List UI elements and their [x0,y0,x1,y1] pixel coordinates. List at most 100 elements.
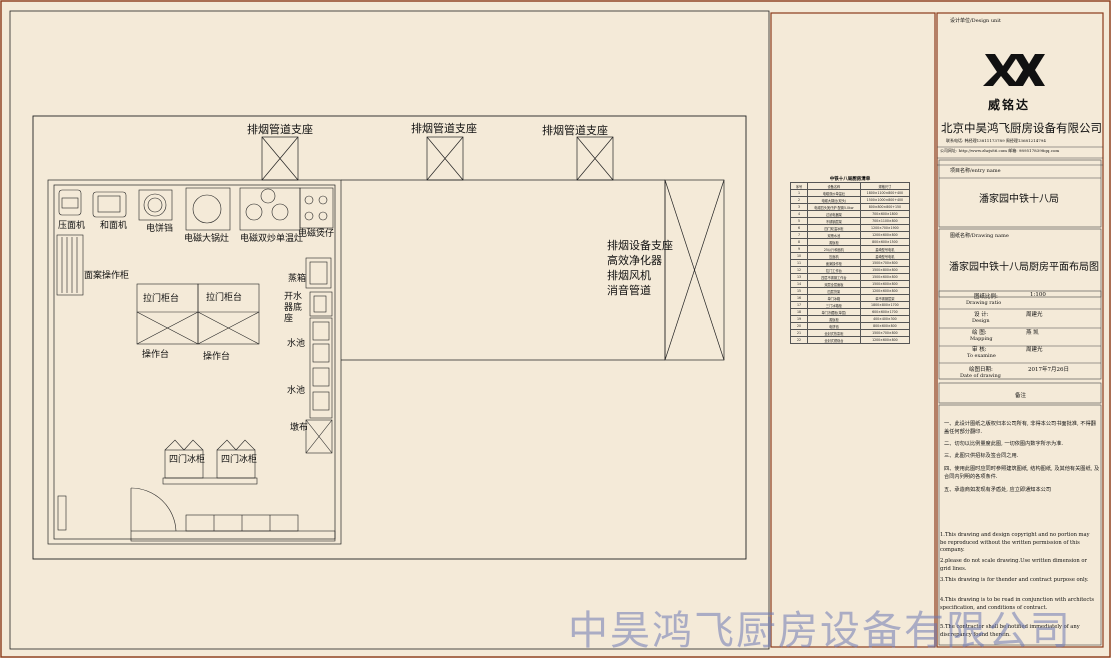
hood-support-label-2: 排烟管道支座 [411,122,477,135]
review-label: 审 核: [972,347,987,353]
note-cn-5: 五、承造商如发现有矛盾处, 应立即通知本公司 [944,487,1052,493]
row-size: 1500×1000×800+400 [859,196,911,204]
row-size: 1200×600×800 [859,336,911,344]
row-name: 蒸饭柜 [807,238,861,246]
label-work-table-1: 操作台 [142,350,170,360]
contact-line-2: 公司网址: http://www.zhzjs86.com 邮箱: 9895178… [940,148,1060,153]
equipment-list-title: 中铁十八局厨房清单 [829,177,871,182]
row-name: 电饼铛 [807,322,861,330]
row-name: 面案操作柜 [807,259,861,267]
date-en: Date of drawing [960,373,1001,379]
label-pastry-counter: 面案操作柜 [84,271,130,281]
row-size: 1500×800×800 [859,266,911,274]
row-name: 单门冷藏柜(单层) [807,308,861,316]
design-unit-label: 设计单位/Design unit [950,18,1001,24]
company-name: 北京中昊鸿飞厨房设备有限公司 [941,121,1102,135]
project-label: 项目名称/entry name [950,168,1001,174]
row-name: 电磁双炒单温灶 [807,189,861,197]
center-island [136,283,260,345]
row-index: 2 [790,196,808,204]
hood-support-box-1 [261,136,299,181]
row-index: 20 [790,322,808,330]
drawing-name: 潘家园中铁十八局厨房平面布局图 [949,262,1099,273]
row-index: 9 [790,245,808,253]
row-size: 700×1100×800 [859,217,911,225]
row-index: 7 [790,231,808,239]
row-index: 15 [790,287,808,295]
row-index: 5 [790,217,808,225]
project-name: 潘家园中铁十八局 [979,194,1059,205]
row-name: 双槽水池 [807,231,861,239]
row-index: 19 [790,315,808,323]
row-name: 蒸饭柜 [807,315,861,323]
row-size: 单不锈钢层架 [859,294,911,302]
logo-mark-icon [983,54,1045,86]
row-size: 1500×600×800 [859,273,911,281]
design-value: 周建光 [1026,312,1043,318]
label-press-machine: 压面机 [58,221,86,231]
row-index: 11 [790,259,808,267]
label-pancake-pan: 电饼铛 [146,224,174,234]
scale-value: 1:100 [1030,292,1046,298]
hood-support-label-3: 排烟管道支座 [542,124,608,137]
scale-label: 图纸比例: [974,294,998,300]
row-index: 3 [790,203,808,211]
label-sink-2: 水池 [287,386,306,396]
company-logo [983,52,1047,88]
row-name: 全封式热泵柜 [807,329,861,337]
row-name: 过滤电器架 [807,210,861,218]
label-induction-big-wok: 电磁大锅灶 [184,234,230,244]
exhaust-note-1: 排烟设备支座 [607,239,673,252]
draw-value: 燕 凯 [1026,330,1039,336]
scale-en: Drawing ratio [966,300,1002,306]
note-en-3: 3.This drawing is for thender and contra… [940,577,1089,583]
row-index: 14 [790,280,808,288]
note-en-1: 1.This drawing and design copyright and … [940,532,1090,553]
row-name: 不锈钢层架 [807,217,861,225]
row-index: 21 [790,329,808,337]
hood-support-label-1: 排烟管道支座 [247,123,313,136]
row-index: 1 [790,189,808,197]
exhaust-note-2: 高效净化器 [607,254,662,267]
row-size: 800×600×1500 [859,238,911,246]
date-value: 2017年7月26日 [1028,367,1069,373]
design-label: 设 计: [974,312,989,318]
label-drawer-counter-1: 拉门柜台 [143,294,180,304]
row-size: 星崎型号电机 [859,245,911,253]
contact-line-1: 联系电话: 韩经理13811173789 周经理13681214794 [946,138,1046,143]
label-induction-stove: 电磁煲仔 [298,229,335,239]
logo-text: 威铭达 [988,98,1031,112]
note-cn-2: 二、切勿以比例量度此图, 一切依图内数字所示为准. [944,441,1064,447]
fridge-shapes [162,439,258,485]
row-index: 22 [790,336,808,344]
row-size: 600×600×1700 [859,308,911,316]
row-size: 1500×700×800 [859,259,911,267]
label-sink-1: 水池 [287,339,306,349]
row-size: 400×400×300 [859,315,911,323]
row-size: 1800×800×1700 [859,301,911,309]
remark-label: 备注 [1015,393,1027,399]
header-size: 规格尺寸 [859,182,911,190]
review-value: 周建光 [1026,347,1043,353]
row-index: 4 [790,210,808,218]
draw-en: Mapping [970,336,993,342]
label-work-table-2: 操作台 [203,352,231,362]
titleblock-lines [937,146,1103,646]
label-fridge-1: 四门冰柜 [169,455,206,465]
label-drawer-counter-2: 拉门柜台 [206,293,243,303]
door-swing [57,487,177,532]
row-size: 1500×600×800 [859,280,911,288]
